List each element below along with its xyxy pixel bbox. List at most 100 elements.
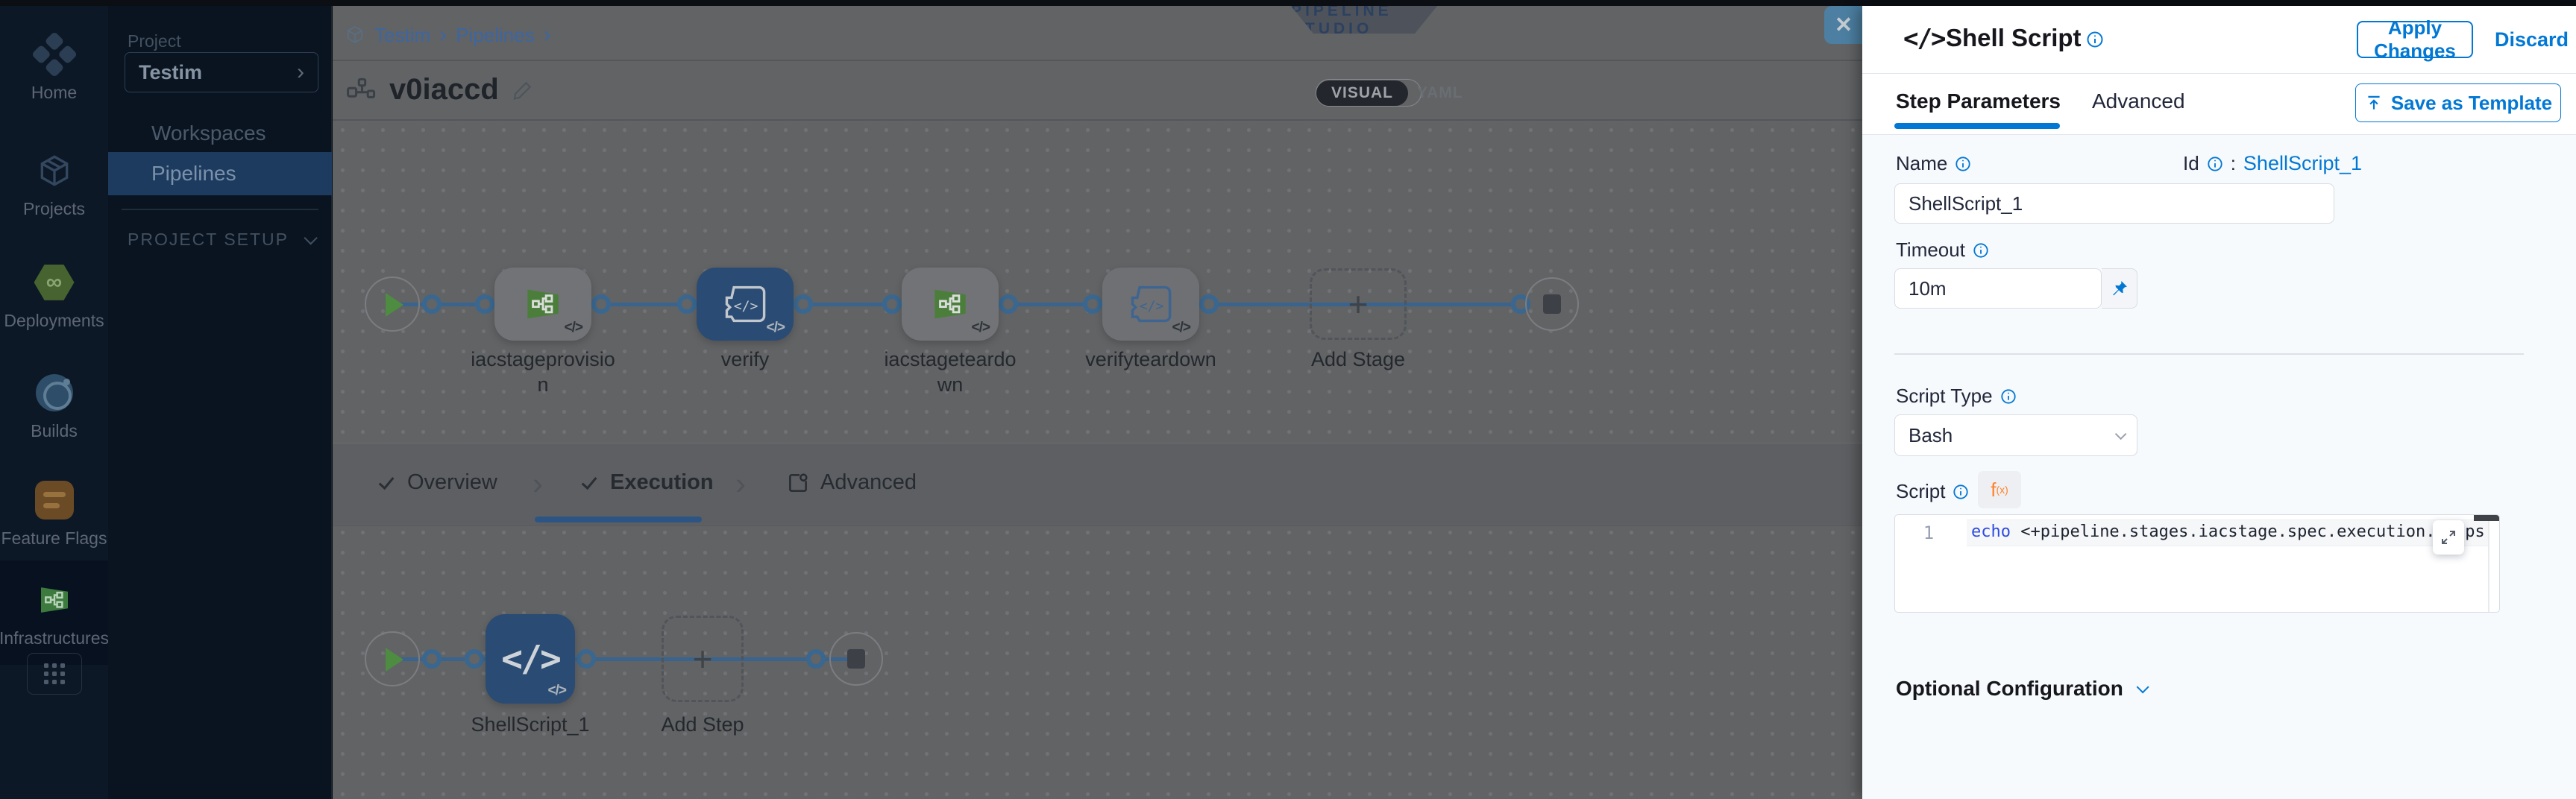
connector-port (591, 294, 611, 314)
step-config-drawer: </> Shell Script Apply Changes Discard S… (1862, 6, 2576, 799)
tab-execution[interactable]: Execution (579, 443, 714, 522)
stage-card-verifyteardown[interactable]: </> </> (1102, 268, 1199, 341)
sidebar-item-deployments[interactable]: ∞ Deployments (0, 243, 108, 347)
connector-port (882, 294, 902, 314)
module-grid-button[interactable] (27, 653, 82, 695)
add-stage-button[interactable]: + (1310, 268, 1407, 340)
stage-label: verify (720, 348, 770, 370)
sidebar-item-feature-flags[interactable]: Feature Flags (0, 461, 108, 565)
expression-fx-button[interactable]: f(x) (1978, 471, 2021, 508)
divider (333, 119, 1862, 121)
code-badge-icon: </> (564, 320, 584, 335)
stage-label: verifyteardown (1085, 348, 1216, 370)
stage-card-iacstageteardown[interactable]: </> (902, 268, 999, 341)
divider (333, 60, 1862, 61)
breadcrumb-pipelines[interactable]: Pipelines (456, 23, 535, 46)
info-icon[interactable] (2086, 31, 2104, 48)
close-drawer-button[interactable]: ✕ (1824, 6, 1863, 44)
stage-end-node (1525, 277, 1579, 331)
sidebar-item-label: Home (31, 82, 78, 102)
project-selector[interactable]: Testim › (125, 52, 318, 92)
sidebar-item-builds[interactable]: Builds (0, 353, 108, 458)
connector-port (465, 649, 484, 669)
chevron-right-icon: › (297, 60, 304, 84)
connector-port (422, 294, 442, 314)
code-badge-icon: </> (971, 320, 991, 335)
project-setup-label: PROJECT SETUP (128, 230, 289, 249)
add-step-button[interactable]: + (662, 616, 744, 702)
script-type-select[interactable]: Bash (1894, 414, 2137, 456)
stage-card-verify[interactable]: </> </> (697, 268, 794, 341)
connector-port (794, 294, 813, 314)
tab-advanced[interactable]: Advanced (786, 443, 917, 522)
tab-advanced[interactable]: Advanced (2092, 89, 2185, 113)
sidebar-item-pipelines[interactable]: Pipelines (108, 152, 332, 195)
toggle-visual[interactable]: VISUAL (1316, 80, 1409, 106)
name-input[interactable] (1894, 183, 2334, 224)
info-icon[interactable] (1955, 156, 1971, 172)
stage-card-iacstageprovision[interactable]: </> (494, 268, 591, 341)
custom-stage-icon: </> (1131, 285, 1172, 323)
current-line-highlight (1967, 519, 2488, 546)
drawer-title: Shell Script (1946, 24, 2082, 51)
expand-editor-button[interactable] (2433, 520, 2464, 555)
info-icon[interactable] (1953, 484, 1969, 500)
shell-script-icon: </> (1903, 24, 1946, 54)
code-line[interactable]: echo <+pipeline.stages.iacstage.spec.exe… (1971, 522, 2488, 541)
info-icon[interactable] (1973, 242, 1989, 259)
editor-scrollbar-thumb[interactable] (2474, 515, 2499, 521)
tab-step-parameters[interactable]: Step Parameters (1896, 89, 2061, 113)
stop-icon (1543, 294, 1561, 314)
timeout-input-type-button[interactable] (2102, 268, 2137, 309)
project-setup-toggle[interactable]: PROJECT SETUP (128, 230, 318, 250)
project-sidebar: Project Testim › Workspaces Pipelines PR… (108, 6, 332, 799)
line-number: 1 (1923, 522, 1935, 543)
sidebar-divider (122, 209, 318, 210)
stop-icon (847, 649, 865, 669)
discard-button[interactable]: Discard (2495, 28, 2569, 51)
info-icon[interactable] (2207, 156, 2223, 172)
chevron-right-icon: › (533, 466, 543, 501)
shell-script-icon: </> (501, 638, 562, 680)
stage-label: iacstageprovision (471, 348, 615, 396)
sidebar-item-workspaces[interactable]: Workspaces (151, 121, 266, 145)
drawer-tab-bar: Step Parameters Advanced Save as Templat… (1862, 74, 2576, 135)
infrastructure-stage-icon (934, 289, 966, 319)
stage-tab-bar: Overview › Execution › Advanced (333, 443, 1862, 526)
pin-icon (2112, 281, 2127, 296)
timeout-input[interactable] (1894, 268, 2102, 309)
grid-icon (44, 663, 48, 668)
close-icon: ✕ (1834, 13, 1853, 37)
connector-port (1199, 294, 1219, 314)
drawer-header: </> Shell Script Apply Changes Discard (1862, 6, 2576, 74)
connector-port (475, 294, 494, 314)
info-icon[interactable] (2000, 388, 2017, 405)
script-code-editor[interactable]: 1 echo <+pipeline.stages.iacstage.spec.e… (1894, 514, 2500, 613)
connector-port (999, 294, 1018, 314)
breadcrumb: Testim › Pipelines › (345, 22, 551, 48)
id-display: Id : ShellScript_1 (2183, 152, 2363, 174)
projects-cube-icon (33, 149, 76, 192)
play-icon (386, 293, 403, 317)
apply-changes-button[interactable]: Apply Changes (2357, 16, 2473, 62)
toggle-yaml[interactable]: YAML (1417, 83, 1463, 101)
step-card-shellscript[interactable]: </> </> (486, 614, 575, 704)
timeout-field-label: Timeout (1896, 239, 1989, 262)
edit-pencil-icon[interactable] (511, 78, 535, 102)
save-as-template-button[interactable]: Save as Template (2355, 83, 2561, 122)
sidebar-item-label: Deployments (4, 310, 104, 330)
tab-overview[interactable]: Overview (376, 443, 497, 522)
sidebar-item-projects[interactable]: Projects (0, 131, 108, 236)
stage-label: iacstageteardown (884, 348, 1017, 396)
optional-configuration-toggle[interactable]: Optional Configuration (1896, 677, 2149, 701)
step-id-link[interactable]: ShellScript_1 (2243, 152, 2363, 174)
button-label: Save as Template (2390, 91, 2553, 114)
stage-start-node (365, 277, 420, 332)
sidebar-item-home[interactable]: Home (0, 22, 108, 112)
breadcrumb-project[interactable]: Testim (374, 23, 431, 46)
project-cube-icon (347, 25, 363, 43)
sidebar-item-infrastructures[interactable]: Infrastructures (0, 560, 109, 665)
step-start-node (365, 631, 420, 686)
sidebar-item-label: Builds (31, 420, 78, 440)
pipeline-name: v0iaccd (389, 73, 499, 106)
